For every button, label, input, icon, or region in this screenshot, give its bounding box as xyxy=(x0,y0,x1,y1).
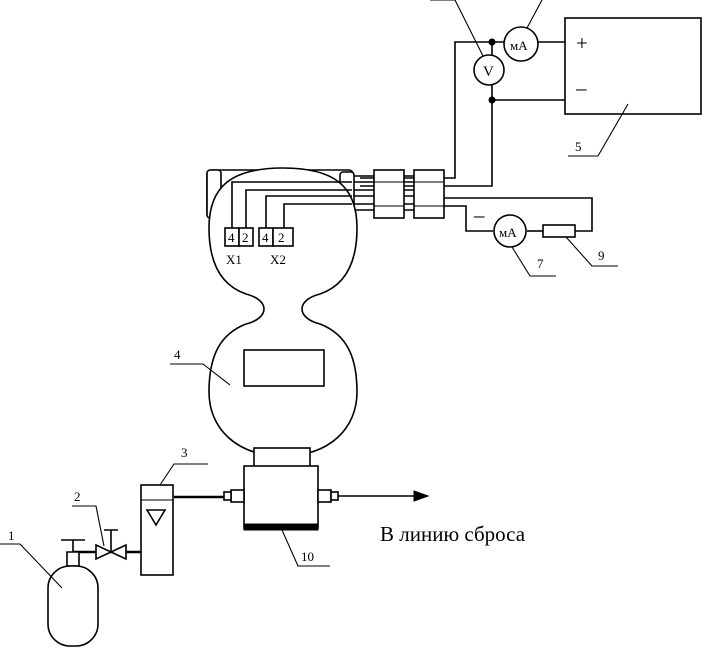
label-rotameter: 3 xyxy=(181,445,188,460)
label-cylinder: 1 xyxy=(8,528,15,543)
wire-output-to-ma xyxy=(444,205,493,232)
terminal-label-x1: X1 xyxy=(226,252,242,267)
label-valve: 2 xyxy=(74,489,81,504)
milliammeter-supply-leader xyxy=(526,0,543,29)
rotameter-leader xyxy=(159,463,208,486)
milliammeter-output xyxy=(493,214,527,248)
milliammeter-output-leader xyxy=(511,246,556,277)
rotameter xyxy=(140,484,174,576)
cylinder-valve-stem xyxy=(61,539,85,552)
milliammeter-output-symbol: мА xyxy=(499,225,517,240)
voltmeter-symbol: V xyxy=(483,64,494,80)
terminal-block-x2: 4 2 xyxy=(258,227,294,247)
x1-pin-2: 2 xyxy=(242,230,249,245)
flow-cell-leader xyxy=(281,529,330,567)
exhaust-arrow xyxy=(413,490,430,502)
voltmeter-leader xyxy=(430,0,484,57)
x2-pin-2: 2 xyxy=(278,230,285,245)
milliammeter-supply xyxy=(503,26,539,62)
output-minus: – xyxy=(473,203,485,227)
cylinder-leader xyxy=(0,543,63,589)
valve-leader xyxy=(72,505,105,547)
analyzer-display xyxy=(243,349,325,387)
power-supply-leader xyxy=(568,103,629,157)
needle-valve-icon xyxy=(95,529,127,561)
wire-ma-to-node xyxy=(360,41,505,179)
cable-gland-1 xyxy=(373,169,405,219)
cylinder-neck xyxy=(66,551,80,567)
voltmeter xyxy=(473,54,505,86)
power-supply-plus: + xyxy=(576,31,588,55)
terminal-label-x2: X2 xyxy=(270,252,286,267)
x2-pin-4: 4 xyxy=(262,230,269,245)
milliammeter-supply-symbol: мА xyxy=(510,38,528,53)
flow-cell xyxy=(243,465,319,529)
cable-gland-2 xyxy=(413,169,445,219)
rotameter-float-icon xyxy=(145,509,167,527)
resistor xyxy=(542,224,576,238)
analyzer-leader xyxy=(170,363,231,386)
label-power-supply: 5 xyxy=(575,139,582,154)
wire-output-loop xyxy=(444,197,593,232)
x1-pin-4: 4 xyxy=(228,230,235,245)
gas-cylinder xyxy=(47,565,99,647)
label-milliammeter-output: 7 xyxy=(537,256,544,271)
power-supply-minus: – xyxy=(575,76,587,100)
label-resistor: 9 xyxy=(598,248,605,263)
junction-plus xyxy=(488,38,496,46)
flow-cell-base xyxy=(243,523,319,531)
internal-wires xyxy=(231,181,352,228)
power-supply-box xyxy=(564,17,702,115)
label-flow-cell: 10 xyxy=(301,549,314,564)
resistor-leader xyxy=(565,236,618,267)
analyzer-neck xyxy=(253,447,311,469)
label-gas-analyzer: 4 xyxy=(174,347,181,362)
exhaust-caption: В линию сброса xyxy=(380,522,526,546)
terminal-block-x1: 4 2 xyxy=(224,227,254,247)
junction-minus xyxy=(488,96,496,104)
